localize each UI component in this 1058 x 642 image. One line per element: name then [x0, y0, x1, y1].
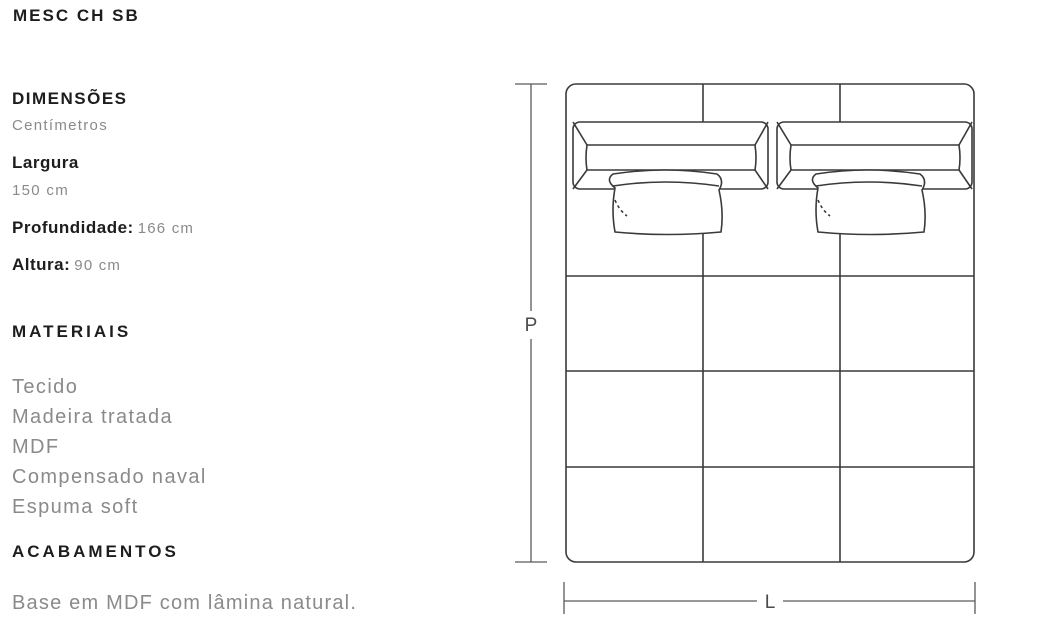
width-label: Largura	[12, 153, 79, 172]
material-item: Compensado naval	[12, 466, 207, 488]
width-value: 150 cm	[12, 182, 69, 199]
material-item: Tecido	[12, 376, 79, 398]
material-item: Espuma soft	[12, 496, 139, 518]
finishes-heading: ACABAMENTOS	[12, 542, 179, 561]
cushion-left	[608, 169, 723, 236]
height-label: Altura:	[12, 255, 71, 274]
width-dimension-line	[563, 582, 976, 614]
bed-outline	[565, 83, 975, 563]
dimensions-heading: DIMENSÕES	[12, 89, 128, 108]
width-marker: L	[765, 592, 776, 613]
depth-label: Profundidade:	[12, 218, 134, 237]
product-title: MESC CH SB	[13, 6, 140, 25]
material-item: Madeira tratada	[12, 406, 174, 428]
height-row: Altura:90 cm	[12, 255, 121, 275]
depth-dimension-line	[515, 83, 547, 563]
cushion-right	[811, 169, 926, 236]
materials-list: Tecido Madeira tratada MDF Compensado na…	[12, 372, 207, 522]
materials-heading: MATERIAIS	[12, 322, 132, 341]
finishes-text: Base em MDF com lâmina natural.	[12, 592, 358, 614]
depth-marker: P	[525, 315, 538, 336]
bed-top-view-diagram: P L	[515, 83, 976, 614]
dimensions-unit: Centímetros	[12, 117, 108, 134]
material-item: MDF	[12, 436, 60, 458]
depth-row: Profundidade:166 cm	[12, 218, 194, 238]
depth-value: 166 cm	[137, 220, 195, 237]
height-value: 90 cm	[74, 257, 122, 274]
